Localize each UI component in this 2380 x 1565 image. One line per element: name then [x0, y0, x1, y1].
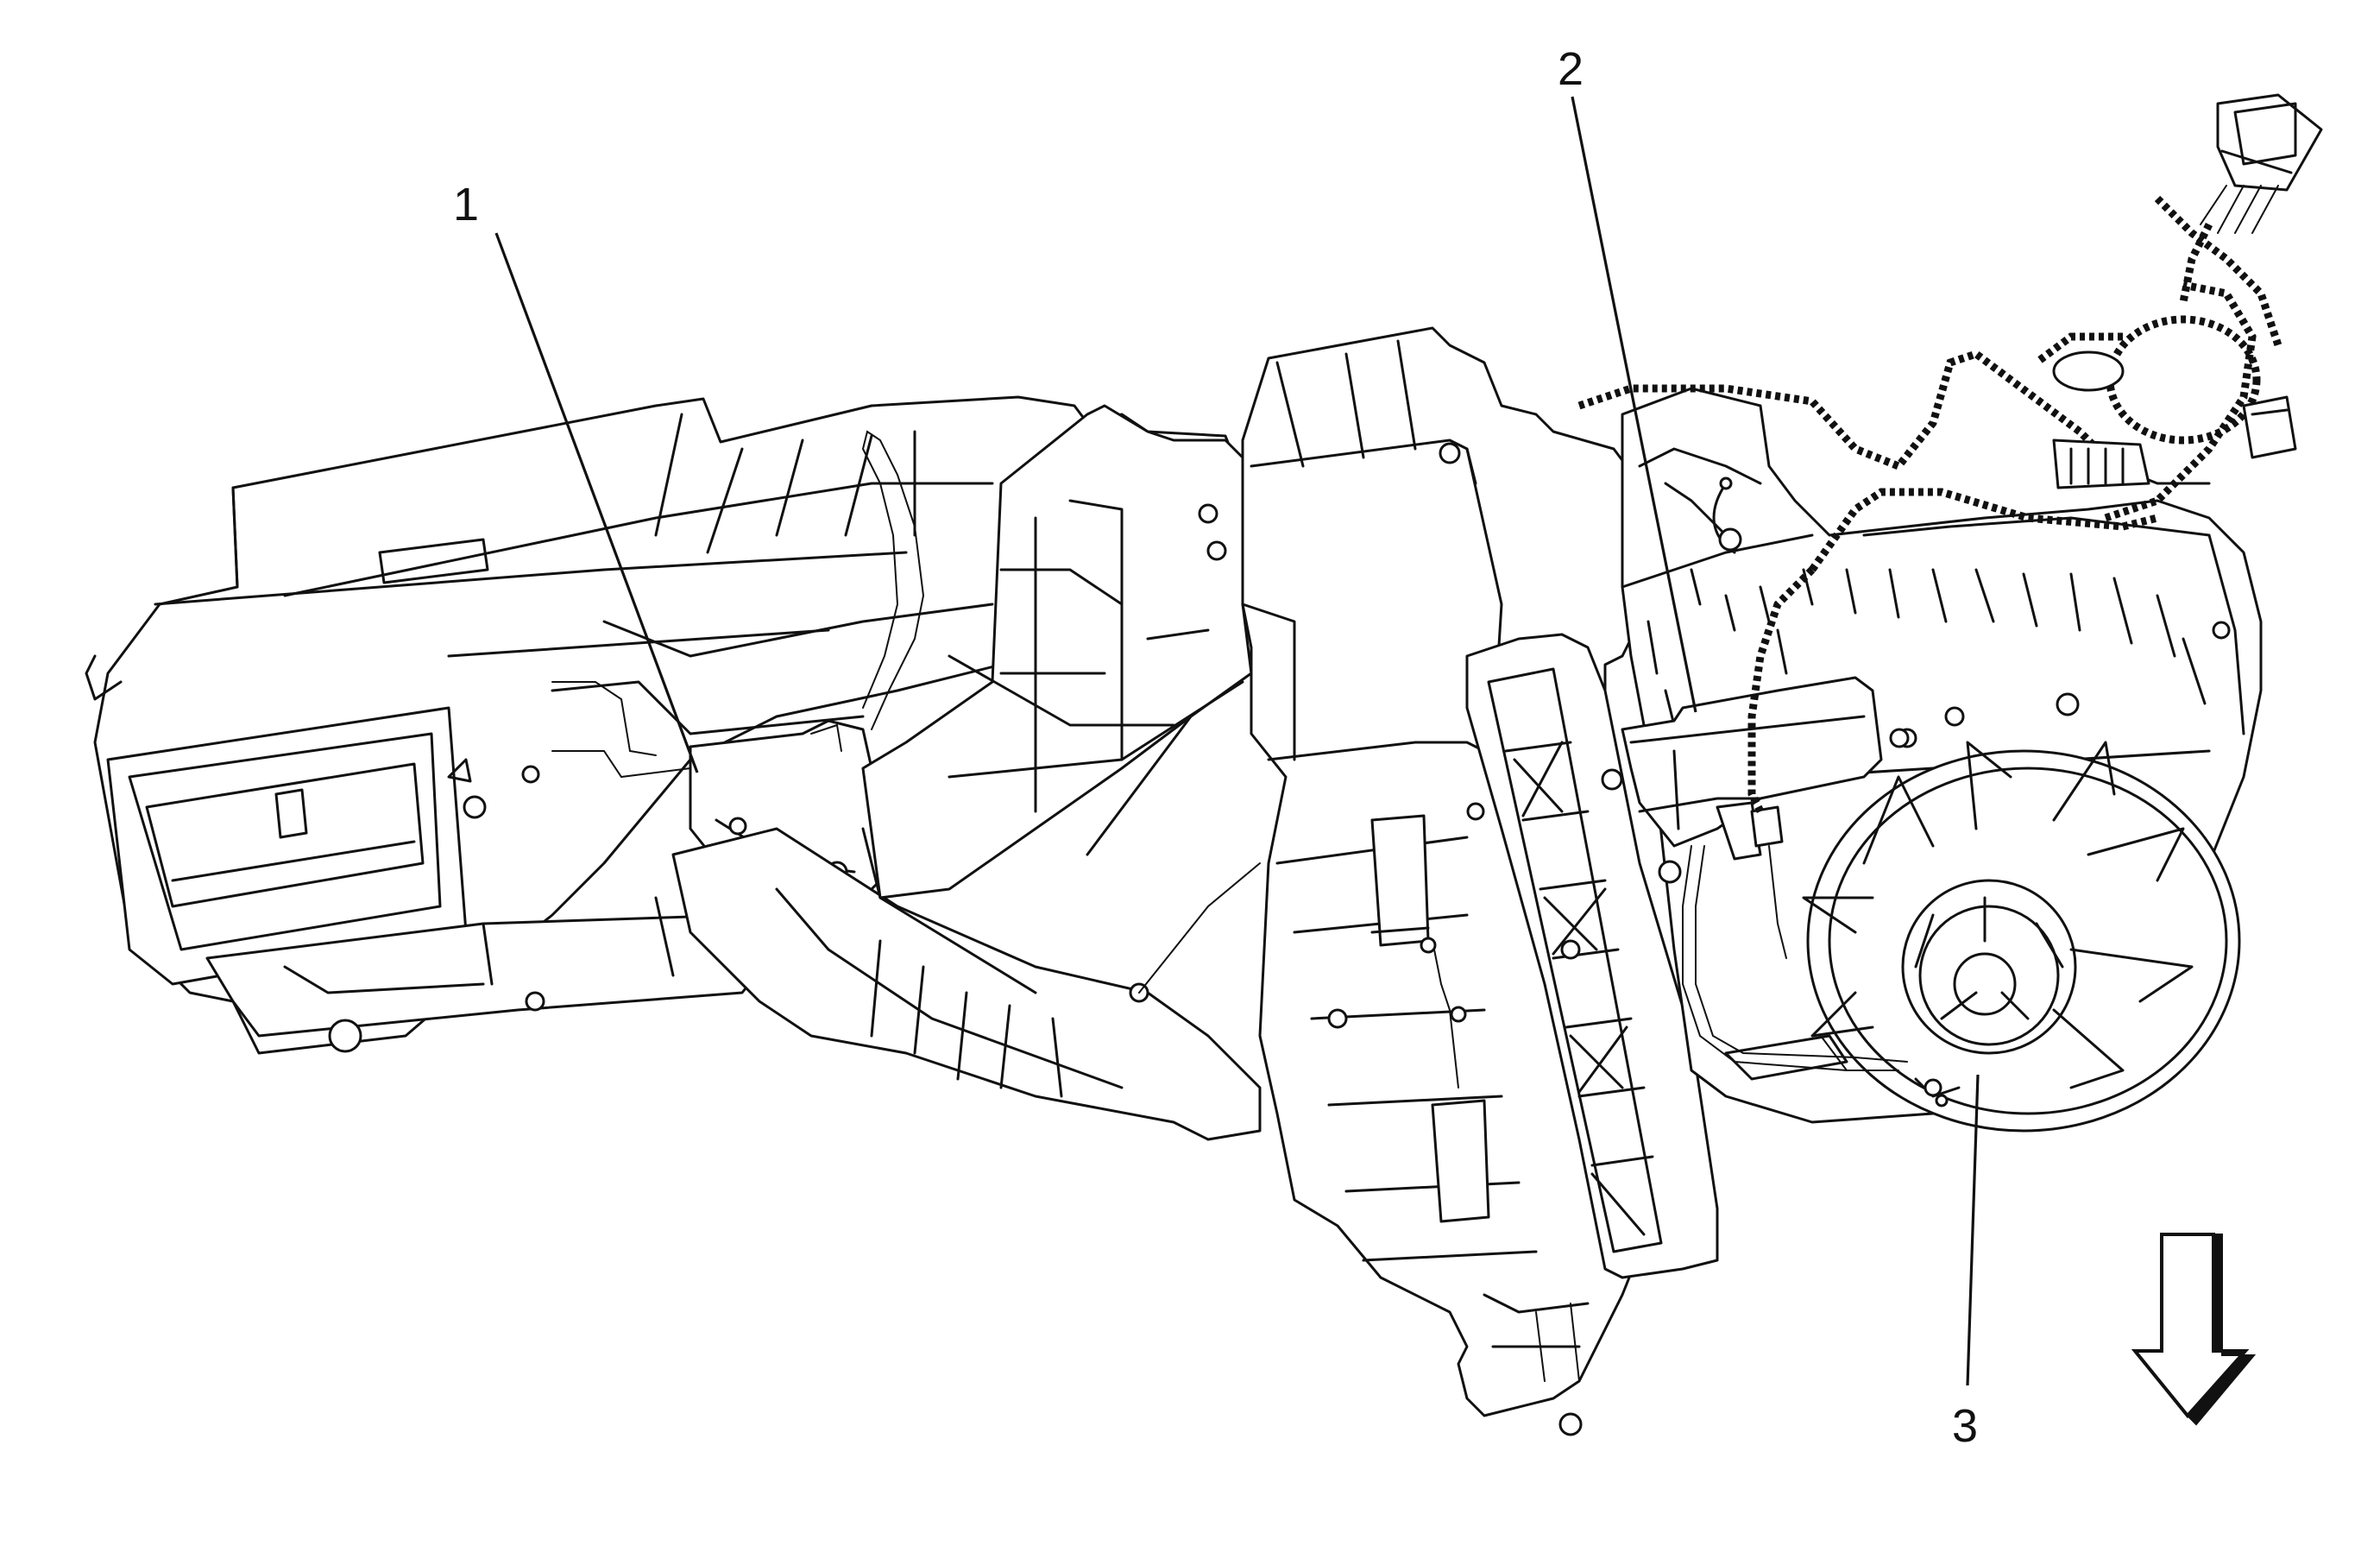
blower-control-module [1601, 676, 1949, 1107]
callout-3: 3 [1952, 1074, 1980, 1452]
callout-label-1: 1 [453, 179, 479, 230]
support-ladder-frame [1465, 633, 1719, 1279]
left-duct-housing [85, 395, 1244, 1055]
leader-line-3 [1966, 1074, 1980, 1386]
leader-line-2 [1571, 96, 1697, 713]
callout-1: 1 [453, 179, 699, 773]
direction-arrow-down-icon [2131, 1233, 2257, 1426]
callout-2: 2 [1558, 43, 1697, 713]
center-duct-assembly [671, 404, 1262, 1141]
callout-label-3: 3 [1952, 1400, 1978, 1452]
callout-label-2: 2 [1558, 43, 1584, 95]
leader-line-1 [494, 232, 699, 773]
wiring-harness [1577, 93, 2323, 814]
